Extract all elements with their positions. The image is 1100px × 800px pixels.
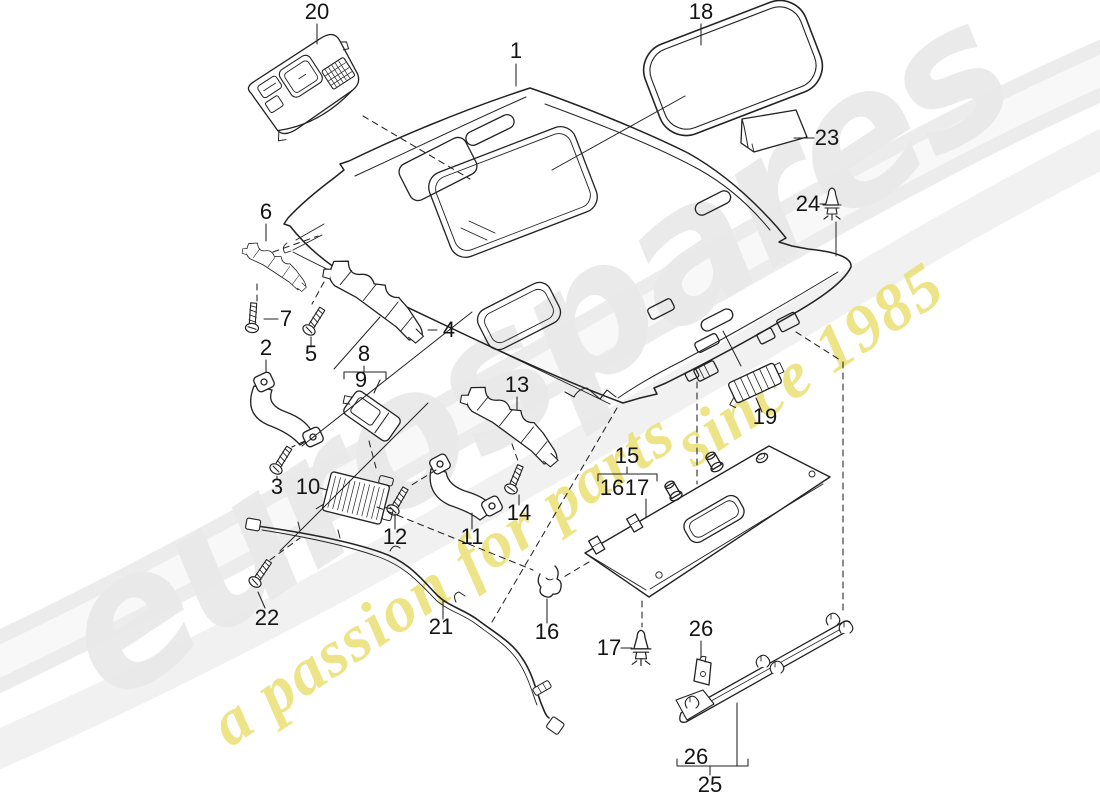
- assembly-dashed-lines: [257, 116, 843, 627]
- part-callout-14[interactable]: 14: [507, 500, 531, 525]
- screw-5: [300, 304, 329, 338]
- part-callout-2[interactable]: 2: [260, 335, 272, 360]
- watermark-brand-text: eurospares: [19, 0, 1046, 742]
- part-callout-3[interactable]: 3: [271, 474, 283, 499]
- part-callout-21[interactable]: 21: [429, 614, 453, 639]
- reference-lines: [280, 96, 836, 551]
- part-callout-17[interactable]: 17: [597, 635, 621, 660]
- part-callout-18[interactable]: 18: [689, 0, 713, 24]
- grab-handle-11: [428, 453, 503, 520]
- part-callout-5[interactable]: 5: [305, 341, 317, 366]
- headliner-panel: [283, 88, 851, 404]
- control-module-10: [316, 462, 400, 527]
- part-callout-16[interactable]: 16: [600, 475, 624, 500]
- part-callout-15[interactable]: 15: [615, 443, 639, 468]
- part-callout-26[interactable]: 26: [689, 616, 713, 641]
- retainer-19: [721, 360, 789, 409]
- part-callout-11[interactable]: 11: [461, 524, 484, 549]
- part-callout-25[interactable]: 25: [698, 772, 722, 797]
- part-callout-9[interactable]: 9: [355, 367, 367, 392]
- screw-7: [244, 301, 261, 334]
- part-callout-17[interactable]: 17: [625, 475, 649, 500]
- wiring-harness-21: [245, 518, 565, 735]
- bracket-26: [694, 656, 711, 685]
- trim-panel-15: [585, 446, 830, 597]
- console-cutout: [396, 134, 480, 203]
- watermark: eurospares a passion for parts since 198…: [0, 0, 1100, 770]
- clip-17: [630, 629, 652, 667]
- part-callout-1[interactable]: 1: [510, 38, 522, 63]
- part-callout-10[interactable]: 10: [296, 474, 320, 499]
- part-callout-26[interactable]: 26: [684, 744, 708, 769]
- rear-rail-25: [676, 612, 854, 722]
- part-callout-19[interactable]: 19: [753, 404, 777, 429]
- callout-leaders: [258, 24, 825, 775]
- sunroof-opening: [424, 122, 602, 262]
- sunroof-cover: [741, 110, 807, 152]
- part-callout-22[interactable]: 22: [255, 605, 279, 630]
- part-callout-20[interactable]: 20: [305, 0, 329, 24]
- part-callout-7[interactable]: 7: [280, 306, 292, 331]
- part-callout-16[interactable]: 16: [535, 619, 559, 644]
- clip-16: [538, 566, 561, 597]
- part-callout-13[interactable]: 13: [505, 372, 529, 397]
- part-callout-23[interactable]: 23: [815, 125, 839, 150]
- dome-light-recess: [473, 278, 564, 354]
- bracket-6: [238, 237, 314, 294]
- part-callout-6[interactable]: 6: [260, 199, 272, 224]
- part-callout-8[interactable]: 8: [358, 341, 370, 366]
- part-callout-12[interactable]: 12: [383, 524, 407, 549]
- overhead-console: [244, 28, 373, 144]
- part-callout-4[interactable]: 4: [443, 317, 455, 342]
- sunroof-seal: [636, 0, 831, 144]
- part-callout-24[interactable]: 24: [796, 191, 820, 216]
